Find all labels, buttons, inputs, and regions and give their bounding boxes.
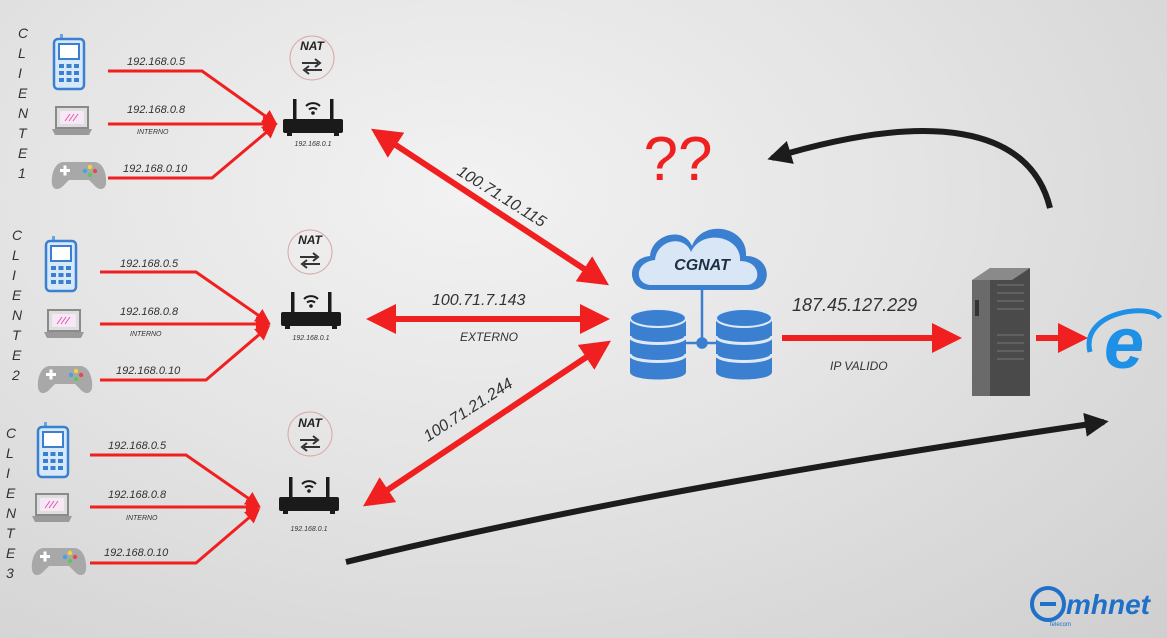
client-label-letter: E	[18, 85, 28, 101]
client-label-letter: T	[12, 327, 22, 343]
client-label-letter: T	[6, 525, 16, 541]
client-label-letter: I	[18, 65, 22, 81]
client-group-1: C L I E N T E 1 192.168.0.5 192.168.0.8 …	[18, 25, 344, 190]
link-client3-cgnat	[363, 340, 611, 507]
device-ip-label: 192.168.0.8	[127, 104, 186, 116]
router-icon	[280, 291, 342, 330]
cloud-icon	[632, 228, 767, 290]
client-label-letter: C	[18, 25, 29, 41]
device-ip-label: 192.168.0.10	[123, 163, 188, 175]
logo-sub: telecom	[1050, 622, 1071, 628]
client-label-letter: E	[12, 347, 22, 363]
client-label-letter: I	[6, 465, 10, 481]
laptop-icon	[31, 493, 73, 523]
router-ip-label: 192.168.0.1	[293, 335, 330, 342]
client-group-3: C L I E N T E 3 192.168.0.5 192.168.0.8 …	[6, 411, 340, 581]
nat-swap-icon	[299, 435, 321, 452]
link-client1-cgnat	[370, 128, 610, 286]
client-label-letter: 2	[11, 367, 20, 383]
device-ip-label: 192.168.0.5	[127, 56, 186, 68]
client-label-letter: T	[18, 125, 28, 141]
client-label-letter: C	[12, 227, 23, 243]
cgnat-label: CGNAT	[674, 257, 731, 274]
direct-arrow	[345, 412, 1109, 565]
client-label-letter: N	[18, 105, 29, 121]
client-label-letter: E	[18, 145, 28, 161]
client-label-letter: N	[12, 307, 23, 323]
nat-label: NAT	[298, 416, 323, 430]
client-label-letter: E	[12, 287, 22, 303]
logo-text: mhnet	[1066, 589, 1152, 620]
laptop-icon	[51, 106, 93, 136]
client-label-letter: 1	[18, 165, 26, 181]
return-arrow-curved	[767, 128, 1053, 209]
client-label-letter: L	[18, 45, 26, 61]
nat-badge-ring	[289, 35, 335, 81]
phone-icon	[36, 420, 70, 479]
nat-badge-ring	[287, 229, 333, 275]
phone-icon	[52, 32, 86, 91]
externo-label: EXTERNO	[460, 330, 518, 344]
client-label-letter: C	[6, 425, 17, 441]
link-ip-label: 100.71.10.115	[454, 163, 549, 231]
nat-swap-icon	[299, 252, 321, 269]
client-label-letter: E	[6, 485, 16, 501]
router-icon	[282, 98, 344, 137]
gamepad-icon	[31, 548, 87, 576]
link-ip-label: 100.71.7.143	[432, 292, 526, 309]
client-label-letter: E	[6, 545, 16, 561]
device-ip-label: 192.168.0.10	[104, 547, 169, 559]
ip-valido-label: IP VALIDO	[830, 359, 888, 373]
router-icon	[278, 476, 340, 515]
database-icon	[628, 307, 688, 381]
database-icon	[714, 307, 774, 381]
client-label-letter: 3	[6, 565, 14, 581]
nat-badge-ring	[287, 411, 333, 457]
nat-swap-icon	[301, 58, 323, 75]
server-tower-icon	[972, 268, 1030, 396]
mhnet-logo: mhnet telecom	[1030, 586, 1152, 628]
client-label-letter: L	[6, 445, 14, 461]
device-ip-label: 192.168.0.8	[120, 306, 179, 318]
interno-label: INTERNO	[137, 129, 169, 136]
device-ip-label: 192.168.0.10	[116, 365, 181, 377]
laptop-icon	[43, 309, 85, 339]
nat-label: NAT	[298, 233, 323, 247]
router-ip-label: 192.168.0.1	[291, 526, 328, 533]
public-ip-label: 187.45.127.229	[792, 295, 917, 315]
client-label-letter: I	[12, 267, 16, 283]
gamepad-icon	[37, 366, 93, 394]
device-ip-label: 192.168.0.5	[108, 440, 167, 452]
client-group-2: C L I E N T E 2 192.168.0.5 192.168.0.8 …	[11, 227, 342, 394]
gamepad-icon	[51, 162, 107, 190]
client-label-letter: N	[6, 505, 17, 521]
device-ip-label: 192.168.0.5	[120, 258, 179, 270]
interno-label: INTERNO	[126, 515, 158, 522]
device-ip-label: 192.168.0.8	[108, 489, 167, 501]
phone-icon	[44, 234, 78, 293]
router-ip-label: 192.168.0.1	[295, 141, 332, 148]
browser-e-icon: e	[1086, 304, 1163, 384]
nat-label: NAT	[300, 39, 325, 53]
cgnat-connectors	[686, 287, 716, 349]
question-marks: ??	[644, 125, 713, 194]
interno-label: INTERNO	[130, 331, 162, 338]
client-label-letter: L	[12, 247, 20, 263]
